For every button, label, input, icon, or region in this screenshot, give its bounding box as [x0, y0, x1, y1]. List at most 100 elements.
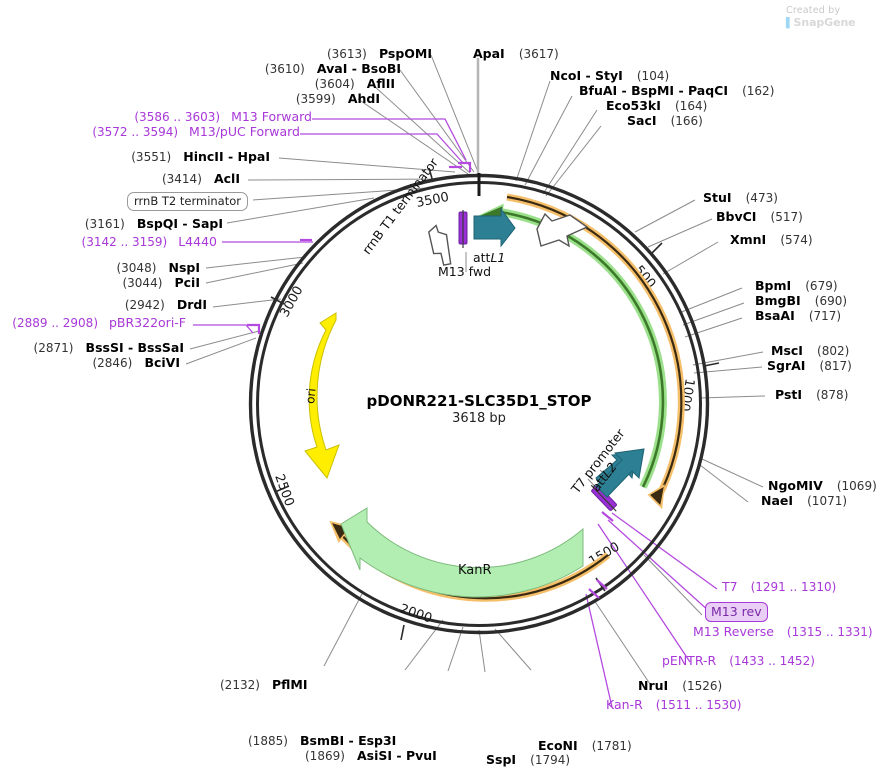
enz-nspi: NspI — [168, 260, 200, 275]
pos-apai: (3617) — [518, 47, 559, 61]
attl2-site — [590, 448, 645, 512]
enz-saci: SacI — [627, 113, 657, 128]
feature-label-ori: ori — [303, 387, 319, 405]
attl1-site — [458, 207, 516, 248]
label-econi[interactable]: EcoNI (1781) — [538, 737, 632, 753]
label-t7-primer[interactable]: T7 (1291 .. 1310) — [722, 580, 836, 594]
pos-hincii: (3551) — [131, 150, 172, 164]
pos-bbvci: (517) — [770, 210, 803, 224]
enz-bfuai-bspmi-paqci: BfuAI - BspMI - PaqCI — [579, 83, 729, 98]
pos-asisi: (1869) — [305, 749, 345, 763]
label-naei[interactable]: NaeI (1071) — [761, 492, 847, 508]
tag-m13-rev: M13 rev — [705, 602, 768, 622]
label-bcivi[interactable]: (2846) BciVI — [0, 354, 180, 370]
label-aflii[interactable]: (3604) AflII — [95, 75, 395, 91]
label-asisi-pvui[interactable]: (1869) AsiSI - PvuI — [305, 747, 437, 763]
label-bsmbi-esp3i[interactable]: (1885) BsmBI - Esp3I — [248, 732, 396, 748]
label-stui[interactable]: StuI (473) — [703, 189, 778, 205]
pos-msci: (802) — [817, 344, 850, 358]
pos-pflmi: (2132) — [220, 678, 260, 692]
pos-acli: (3414) — [161, 172, 202, 186]
primer-leader-lines — [193, 118, 718, 708]
enz-naei: NaeI — [761, 493, 794, 508]
plasmid-name: pDONR221-SLC35D1_STOP — [366, 392, 592, 410]
enz-bpmi: BpmI — [755, 278, 792, 293]
pos-nrui: (1526) — [682, 679, 723, 693]
enz-bbvci: BbvCI — [716, 209, 757, 224]
enz-m13-puc-forward: M13/pUC Forward — [189, 124, 300, 139]
label-xmni[interactable]: XmnI (574) — [730, 231, 813, 247]
label-pentr-r[interactable]: pENTR-R (1433 .. 1452) — [662, 654, 815, 668]
pos-bspqi: (3161) — [84, 217, 125, 231]
label-psti[interactable]: PstI (878) — [775, 386, 848, 402]
pos-bsssi: (2871) — [33, 341, 74, 355]
label-eco53ki[interactable]: Eco53kI (164) — [606, 97, 707, 113]
label-apai[interactable]: ApaI (3617) — [473, 45, 559, 61]
label-pflmi[interactable]: (2132) PflMI — [220, 676, 308, 692]
label-bmgbi[interactable]: BmgBI (690) — [755, 292, 847, 308]
enz-l4440: L4440 — [178, 234, 217, 249]
label-m13-forward[interactable]: (3586 .. 3603) M13 Forward — [12, 109, 312, 124]
label-msci[interactable]: MscI (802) — [771, 342, 849, 358]
label-m13-puc-forward[interactable]: (3572 .. 3594) M13/pUC Forward — [0, 124, 300, 139]
label-nspi[interactable]: (3048) NspI — [0, 259, 200, 275]
enz-hincii-hpai: HincII - HpaI — [183, 149, 270, 164]
label-bsaai[interactable]: BsaAI (717) — [755, 307, 841, 323]
label-rrnb-t2-terminator[interactable]: rrnB T2 terminator — [127, 192, 248, 211]
label-ngomiv[interactable]: NgoMIV (1069) — [768, 477, 877, 493]
enz-ngomiv: NgoMIV — [768, 478, 823, 493]
label-ncoi-styi[interactable]: NcoI - StyI (104) — [550, 67, 669, 83]
orange-arc-upper — [506, 193, 685, 510]
label-avai-bsobi[interactable]: (3610) AvaI - BsoBI — [101, 60, 401, 76]
label-l4440[interactable]: (3142 .. 3159) L4440 — [0, 234, 217, 249]
enz-bspqi-sapi: BspQI - SapI — [136, 216, 223, 231]
pos-bsmbi: (1885) — [248, 734, 288, 748]
pos-bmgbi: (690) — [814, 294, 848, 308]
feature-label-attl1: attL1 — [473, 250, 506, 265]
rrnb-t1-terminator-glyph — [428, 212, 589, 266]
tick-3500: 3500 — [415, 190, 450, 211]
label-hincii-hpai[interactable]: (3551) HincII - HpaI — [0, 148, 270, 164]
label-acli[interactable]: (3414) AclI — [0, 170, 240, 186]
pos-pentr-r: (1433 .. 1452) — [729, 654, 815, 668]
pos-avai: (3610) — [264, 62, 305, 76]
enz-pbr322ori-f: pBR322ori-F — [108, 315, 186, 330]
label-bpmi[interactable]: BpmI (679) — [755, 277, 838, 293]
label-bspqi-sapi[interactable]: (3161) BspQI - SapI — [0, 215, 223, 231]
pos-m13-forward: (3586 .. 3603) — [134, 110, 221, 124]
enz-nrui: NruI — [638, 678, 669, 693]
pos-saci: (166) — [670, 114, 703, 128]
enz-bsaai: BsaAI — [755, 308, 795, 323]
enz-xmni: XmnI — [730, 232, 767, 247]
enz-m13-forward: M13 Forward — [231, 109, 312, 124]
label-bbvci[interactable]: BbvCI (517) — [716, 208, 803, 224]
label-drdi[interactable]: (2942) DrdI — [0, 296, 207, 312]
enz-stui: StuI — [703, 190, 732, 205]
label-saci[interactable]: SacI (166) — [627, 112, 703, 128]
label-pcii[interactable]: (3044) PciI — [0, 274, 200, 290]
pos-bcivi: (2846) — [92, 356, 133, 370]
label-bsssi-bsssai[interactable]: (2871) BssSI - BssSaI — [0, 339, 184, 355]
label-m13-reverse[interactable]: M13 Reverse (1315 .. 1331) — [693, 625, 873, 639]
label-ahdi[interactable]: (3599) AhdI — [60, 90, 380, 106]
label-bfuai-bspmi-paqci[interactable]: BfuAI - BspMI - PaqCI (162) — [579, 82, 774, 98]
pos-xmni: (574) — [780, 233, 813, 247]
pos-naei: (1071) — [807, 494, 848, 508]
label-sgrai[interactable]: SgrAI (817) — [767, 357, 852, 373]
pos-pbr322ori-f: (2889 .. 2908) — [12, 316, 98, 330]
pos-sspi: (1794) — [530, 753, 571, 767]
enz-bcivi: BciVI — [144, 355, 180, 370]
enz-kan-r-primer: Kan-R — [606, 697, 643, 712]
label-sspi[interactable]: SspI (1794) — [486, 751, 570, 767]
label-pspomi[interactable]: (3613) PspOMI — [132, 45, 432, 61]
label-kan-r-primer[interactable]: Kan-R (1511 .. 1530) — [606, 697, 741, 712]
label-m13-rev-tag[interactable]: M13 rev — [705, 602, 768, 622]
feature-label-kanr: KanR — [458, 563, 492, 578]
label-nrui[interactable]: NruI (1526) — [638, 677, 722, 693]
enz-pcii: PciI — [174, 275, 200, 290]
label-pbr322ori-f[interactable]: (2889 .. 2908) pBR322ori-F — [0, 315, 186, 330]
position-ticks — [270, 167, 720, 641]
kanr-arrow — [340, 507, 584, 598]
